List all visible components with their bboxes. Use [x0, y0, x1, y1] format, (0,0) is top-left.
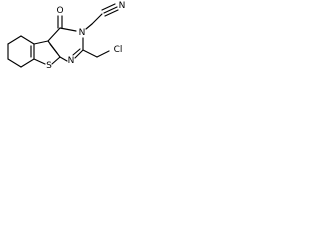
bond-c2-ch2 [82, 49, 98, 58]
chloromethyl-group [82, 49, 110, 58]
bond-pyr-c3a-c4 [47, 27, 61, 42]
bond-ch2-cn [91, 13, 103, 25]
cyanomethyl-group [85, 3, 119, 30]
bond-cy-1 [7, 35, 22, 45]
bond-th-c3a-c3 [33, 40, 49, 45]
atom-label-chlorine: Cl [114, 45, 123, 55]
bond-cy-3 [7, 58, 22, 68]
bond-cy-4 [20, 58, 35, 68]
atom-label-nitrile-nitrogen: N [119, 1, 126, 11]
bond-pyr-c4-n3 [59, 27, 77, 32]
atom-label-ring-nitrogen-3: N [79, 28, 86, 38]
bond-triple-2 [101, 3, 116, 11]
bond-n3-ch2 [85, 23, 93, 30]
bond-pyr-c2-n1 [74, 49, 84, 59]
atom-label-sulfur: S [46, 61, 52, 71]
atom-label-ring-nitrogen-1: N [68, 56, 75, 66]
carbonyl-group [57, 15, 63, 29]
atom-label-oxygen: O [56, 6, 63, 16]
cyclohexane-ring [7, 35, 35, 68]
bond-triple-1 [103, 6, 118, 14]
bond-triple-3 [104, 9, 119, 17]
bond-pyr-n1-c7a [59, 56, 68, 62]
bond-ch2-cl [96, 50, 110, 58]
chemical-structure-diagram: O N N N S Cl [7, 1, 126, 71]
pyrimidinone-ring [47, 27, 84, 62]
bond-cy-5 [20, 35, 35, 45]
bond-th-s-c7a [51, 56, 61, 65]
bond-th-c2-s [33, 58, 46, 65]
thiophene-ring [30, 40, 61, 65]
bond-th-c7a-c3a-double [49, 43, 58, 54]
bond-pyr-c2-n1-double [72, 48, 81, 56]
